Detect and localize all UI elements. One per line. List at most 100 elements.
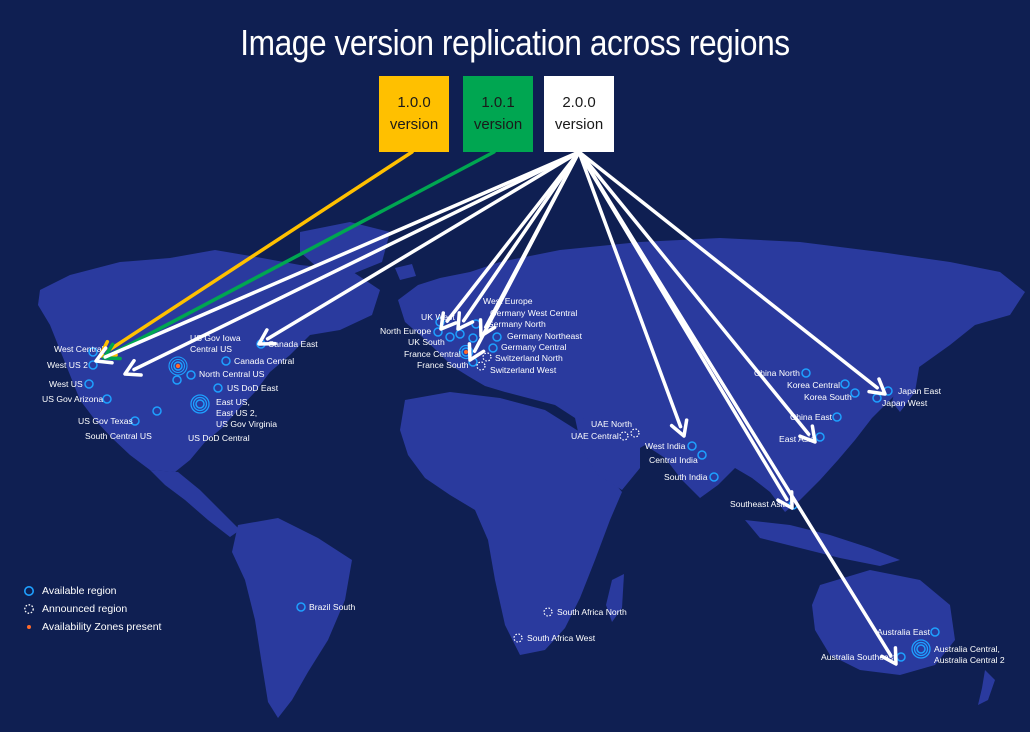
- region-label-canada-east: Canada East: [268, 339, 318, 349]
- region-label-uk-west: UK West: [421, 312, 455, 322]
- landmass-new-zealand: [978, 670, 995, 705]
- region-marker-us-gov-iowa: [173, 361, 183, 371]
- region-marker-canada-central: [221, 356, 231, 366]
- legend-announced-label: Announced region: [42, 603, 128, 615]
- landmass-central-america: [150, 470, 240, 537]
- region-label-uae-north: UAE North: [591, 419, 632, 429]
- region-label-north-central-us: North Central US: [199, 369, 265, 379]
- region-label-north-europe: North Europe: [380, 326, 431, 336]
- region-marker-uk-south: [445, 332, 455, 342]
- arrow-2-0-0-to-west-india: [577, 150, 689, 438]
- region-marker-china-east: [832, 412, 842, 422]
- region-marker-switzerland-west: [476, 361, 486, 371]
- region-label-korea-central: Korea Central: [787, 380, 840, 390]
- region-label-southeast-asia: Southeast Asia: [730, 499, 788, 509]
- region-label-west-europe: West Europe: [483, 296, 533, 306]
- region-label-east-us-2: East US 2,: [216, 408, 257, 418]
- version-number: 1.0.1: [481, 94, 515, 111]
- region-label-west-us: West US: [49, 379, 83, 389]
- arrow-2-0-0-to-canada-east: [257, 150, 581, 346]
- region-label-korea-south: Korea South: [804, 392, 852, 402]
- region-marker-west-us-2: [88, 360, 98, 370]
- region-label-australia-central-2: Australia Central 2: [934, 655, 1005, 665]
- region-marker-west-europe: [455, 329, 465, 339]
- region-marker-germany-central: [488, 343, 498, 353]
- region-label-us-gov-texas: US Gov Texas: [78, 416, 133, 426]
- landmass-australia: [812, 570, 955, 675]
- arrow-2-0-0-to-central-us: [123, 150, 581, 377]
- legend-zones-label: Availability Zones present: [42, 621, 162, 633]
- legend-zones: Availability Zones present: [22, 618, 161, 636]
- region-marker-germany-northeast: [492, 332, 502, 342]
- region-label-us-gov-iowa: US Gov Iowa: [190, 333, 241, 343]
- region-marker-korea-south: [850, 388, 860, 398]
- announced-region-icon: [22, 602, 36, 616]
- region-label-west-central: West Central: [54, 344, 104, 354]
- region-label-china-north: China North: [754, 368, 800, 378]
- landmass-iceland: [395, 264, 416, 280]
- region-label-france-south: France South: [417, 360, 469, 370]
- legend-available: Available region: [22, 582, 161, 600]
- version-number: 1.0.0: [397, 94, 431, 111]
- zones-marker-central-us: [168, 356, 188, 376]
- region-label-germany-north: Germany North: [487, 319, 546, 329]
- landmass-north-america: [38, 250, 380, 472]
- region-marker-east-asia: [815, 432, 825, 442]
- region-label-us-dod-east: US DoD East: [227, 383, 279, 393]
- region-label-central-india: Central India: [649, 455, 698, 465]
- region-marker-south-central-us: [152, 406, 162, 416]
- arrow-2-0-0-to-west-us-2: [94, 150, 581, 365]
- region-marker-uae-north: [630, 428, 640, 438]
- landmass-south-america: [232, 518, 352, 718]
- landmass-japan: [892, 350, 920, 412]
- region-marker-north-europe: [433, 327, 443, 337]
- version-number: 2.0.0: [562, 94, 596, 111]
- region-label-australia-east: Australia East: [877, 627, 931, 637]
- region-label-switzerland-west: Switzerland West: [490, 365, 557, 375]
- arrow-2-0-0-to-east-asia: [577, 150, 817, 444]
- region-label-south-india: South India: [664, 472, 708, 482]
- region-label-australia-southeast: Australia Southeast: [821, 652, 896, 662]
- region-marker-uae-central: [619, 431, 629, 441]
- region-marker-brazil-south: [296, 602, 306, 612]
- diagram-title: Image version replication across regions: [240, 22, 790, 63]
- arrow-2-0-0-to-australia-southeast: [577, 150, 898, 666]
- region-marker-central-india: [697, 450, 707, 460]
- legend-announced: Announced region: [22, 600, 161, 618]
- version-label: version: [473, 116, 523, 133]
- available-region-icon: [22, 584, 36, 598]
- region-label-south-central-us: South Central US: [85, 431, 152, 441]
- region-label-us-gov-virginia: US Gov Virginia: [216, 419, 277, 429]
- region-label-china-east: China East: [790, 412, 833, 422]
- region-marker-north-central-us: [186, 370, 196, 380]
- region-label-brazil-south: Brazil South: [309, 602, 356, 612]
- landmass-madagascar: [606, 574, 624, 622]
- legend: Available region Announced region Availa…: [22, 582, 161, 636]
- region-label-france-central: France Central: [404, 349, 461, 359]
- region-label-west-us-2: West US 2: [47, 360, 88, 370]
- region-label-us-gov-arizona: US Gov Arizona: [42, 394, 103, 404]
- region-marker-germany-west-central: [468, 333, 478, 343]
- region-marker-china-north: [801, 368, 811, 378]
- region-label-west-india: West India: [645, 441, 686, 451]
- region-label-south-africa-west: South Africa West: [527, 633, 596, 643]
- region-marker-east-us: [190, 394, 210, 414]
- landmass-arabia: [575, 418, 640, 490]
- arrow-2-0-0-to-west-europe: [456, 150, 581, 331]
- region-label-central-us: Central US: [190, 344, 232, 354]
- region-marker-west-india: [687, 441, 697, 451]
- version-box-1-0-0: 1.0.0 version: [379, 76, 449, 152]
- region-marker-us-dod-east: [213, 383, 223, 393]
- region-label-south-africa-north: South Africa North: [557, 607, 627, 617]
- region-marker-us-gov-arizona: [102, 394, 112, 404]
- region-marker-us-gov-texas: [130, 416, 140, 426]
- arrow-2-0-0-to-north-europe: [439, 150, 581, 331]
- region-label-japan-east: Japan East: [898, 386, 942, 396]
- region-marker-australia-east: [930, 627, 940, 637]
- region-marker-switzerland-north: [482, 352, 492, 362]
- arrow-2-0-0-to-japan-east: [577, 150, 887, 396]
- region-marker-korea-central: [840, 379, 850, 389]
- region-marker-australia-central: [911, 639, 931, 659]
- region-marker-west-central: [88, 347, 98, 357]
